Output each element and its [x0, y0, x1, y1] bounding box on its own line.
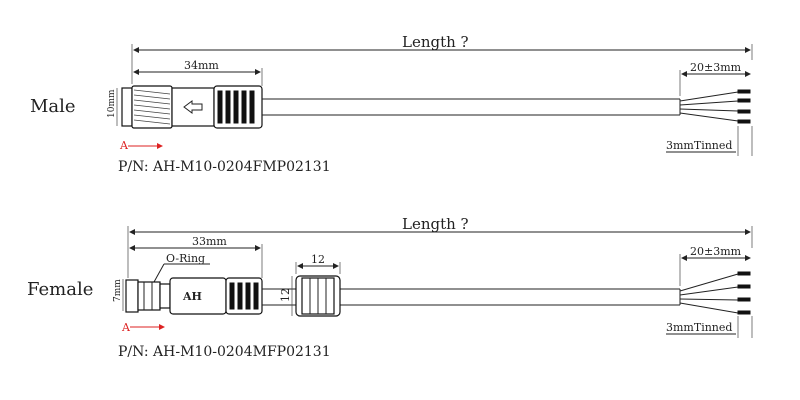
female-view-marker-label: A — [121, 321, 131, 334]
male-assembly: Male Length ? 34mm 10mm — [30, 33, 753, 175]
female-side-label: Female — [27, 279, 93, 300]
female-length-dimension: Length ? — [127, 215, 753, 278]
female-tinned-dimension: 3mmTinned — [666, 316, 753, 338]
male-strip-label: 20±3mm — [690, 61, 742, 74]
male-tinned-label: 3mmTinned — [666, 139, 732, 152]
female-tinned-label: 3mmTinned — [666, 321, 732, 334]
female-connector: AH — [125, 277, 263, 315]
male-strip-dimension: 20±3mm — [679, 61, 751, 96]
female-diameter-label: 7mm — [113, 279, 123, 302]
female-body-dim-label: 33mm — [192, 235, 227, 248]
female-oring-label: O-Ring — [166, 252, 205, 265]
female-cap: 12 12 — [279, 253, 341, 317]
male-direction-arrow-icon — [183, 100, 203, 114]
female-cap-height-label: 12 — [279, 288, 292, 302]
male-cable — [262, 89, 751, 124]
male-part-number: P/N: AH-M10-0204FMP02131 — [118, 159, 331, 175]
male-length-dimension: Length ? — [131, 33, 753, 84]
female-view-marker: A — [121, 321, 165, 334]
male-diameter-label: 10mm — [107, 89, 117, 118]
male-body-dimension: 34mm — [133, 59, 263, 86]
female-part-number: P/N: AH-M10-0204MFP02131 — [118, 344, 331, 360]
male-view-marker-label: A — [119, 139, 129, 152]
female-body-dimension: 33mm — [129, 235, 263, 278]
female-strip-label: 20±3mm — [690, 245, 742, 258]
female-assembly: Female Length ? 33mm O-Ring 7mm — [27, 215, 753, 360]
male-side-label: Male — [30, 96, 76, 117]
male-tinned-dimension: 3mmTinned — [666, 126, 753, 156]
male-view-marker: A — [119, 139, 163, 152]
female-strip-dimension: 20±3mm — [679, 245, 751, 286]
female-cap-width-label: 12 — [311, 253, 325, 266]
male-body-dim-label: 34mm — [184, 59, 219, 72]
male-connector — [121, 85, 263, 129]
female-length-label: Length ? — [402, 215, 469, 233]
male-length-label: Length ? — [402, 33, 469, 51]
female-brand-mark: AH — [182, 290, 202, 303]
